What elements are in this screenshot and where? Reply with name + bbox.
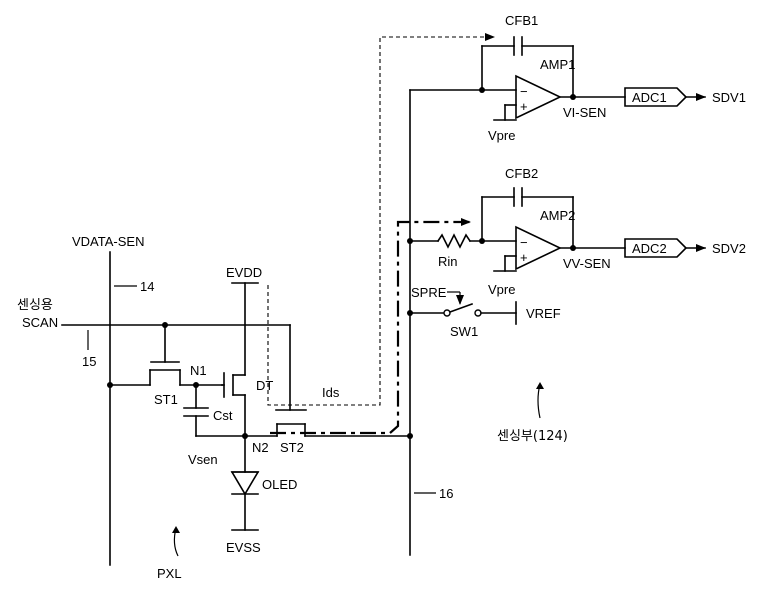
vdata-sen-label: VDATA-SEN bbox=[72, 234, 144, 249]
n2-label: N2 bbox=[252, 440, 269, 455]
rin-label: Rin bbox=[438, 254, 458, 269]
sensing-unit-label: 센싱부(124) bbox=[497, 429, 568, 444]
sensing-line bbox=[407, 90, 436, 555]
cst-label: Cst bbox=[213, 408, 233, 423]
vref-label: VREF bbox=[526, 306, 561, 321]
amp2-minus: − bbox=[520, 235, 528, 250]
dt-label: DT bbox=[256, 378, 273, 393]
st2-transistor bbox=[245, 410, 410, 436]
sdv1-label: SDV1 bbox=[712, 90, 746, 105]
cfb2-label: CFB2 bbox=[505, 166, 538, 181]
sdv2-label: SDV2 bbox=[712, 241, 746, 256]
cfb1-label: CFB1 bbox=[505, 13, 538, 28]
adc1-label: ADC1 bbox=[632, 90, 667, 105]
pxl-leader-arrow bbox=[172, 526, 180, 533]
amp1-minus: − bbox=[520, 84, 528, 99]
ids-label: Ids bbox=[322, 385, 340, 400]
vpre1-label: Vpre bbox=[488, 128, 515, 143]
st1-transistor bbox=[107, 325, 222, 388]
sw1-label: SW1 bbox=[450, 324, 478, 339]
amp2-label: AMP2 bbox=[540, 208, 575, 223]
vpre2-label: Vpre bbox=[488, 282, 515, 297]
sensing-unit-leader bbox=[538, 384, 540, 418]
n1-label: N1 bbox=[190, 363, 207, 378]
pxl-label: PXL bbox=[157, 566, 182, 581]
evdd-label: EVDD bbox=[226, 265, 262, 280]
vv-sen-label: VV-SEN bbox=[563, 256, 611, 271]
amp2-plus: + bbox=[520, 250, 528, 265]
evss-label: EVSS bbox=[226, 540, 261, 555]
ref-15-label: 15 bbox=[82, 354, 96, 369]
amp1-plus: + bbox=[520, 99, 528, 114]
adc2-label: ADC2 bbox=[632, 241, 667, 256]
amp1-label: AMP1 bbox=[540, 57, 575, 72]
scan-korean-label: 센싱용 bbox=[17, 298, 53, 313]
ref-14-label: 14 bbox=[140, 279, 154, 294]
st2-label: ST2 bbox=[280, 440, 304, 455]
ref-16-label: 16 bbox=[439, 486, 453, 501]
amp1-circuit bbox=[410, 37, 705, 120]
st1-label: ST1 bbox=[154, 392, 178, 407]
oled-label: OLED bbox=[262, 477, 297, 492]
spre-label: SPRE bbox=[411, 285, 447, 300]
data-line bbox=[110, 252, 137, 565]
vsen-label: Vsen bbox=[188, 452, 218, 467]
scan-label: SCAN bbox=[22, 315, 58, 330]
vi-sen-label: VI-SEN bbox=[563, 105, 606, 120]
sensing-unit-leader-arrow bbox=[536, 382, 544, 389]
